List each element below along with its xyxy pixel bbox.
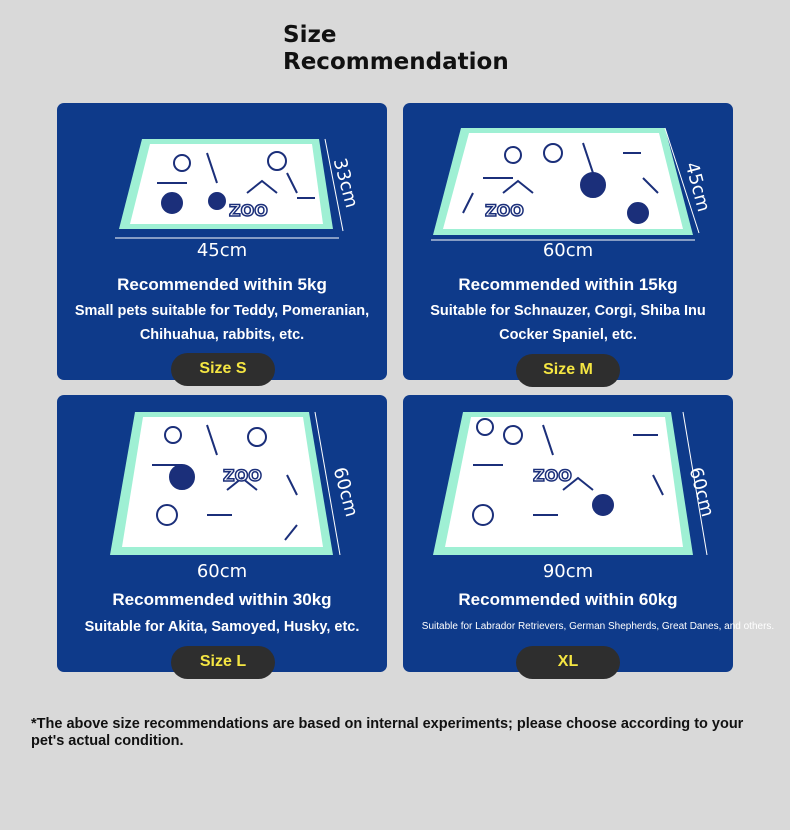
pad-image: ZOO: [431, 127, 700, 241]
breed-description: Small pets suitable for Teddy, Pomerania…: [74, 303, 370, 343]
size-badge[interactable]: Size L: [171, 646, 275, 679]
weight-recommendation: Recommended within 15kg: [458, 275, 678, 294]
pad-illustration: ZOO 33cm 45cm: [57, 103, 387, 263]
breed-description: Suitable for Schnauzer, Corgi, Shiba Inu…: [430, 303, 706, 343]
footnote: *The above size recommendations are base…: [31, 716, 744, 749]
size-card-m[interactable]: ZOO 45cm 60cm Recommended within 15kg Su…: [403, 103, 733, 387]
pad-image: ZOO: [115, 138, 344, 239]
breed-description: Suitable for Labrador Retrievers, German…: [421, 621, 775, 632]
width-dimension-label: 90cm: [542, 561, 594, 582]
pad-image: ZOO: [433, 411, 708, 555]
page-title: Size Recommendation: [283, 22, 509, 75]
size-badge[interactable]: XL: [516, 646, 620, 679]
size-badge[interactable]: Size S: [171, 353, 275, 386]
size-card-l[interactable]: ZOO 60cm 60cm Recommended within 30kg Su…: [57, 395, 387, 679]
pad-image: ZOO: [110, 411, 341, 555]
size-badge[interactable]: Size M: [516, 354, 620, 387]
pad-zoo-text: ZOO: [533, 466, 572, 485]
width-dimension-label: 60cm: [542, 240, 594, 261]
size-card-xl[interactable]: ZOO 60cm 90cm Recommended within 60kg Su…: [403, 395, 774, 679]
size-card-s[interactable]: ZOO 33cm 45cm Recommended within 5kg Sma…: [57, 103, 387, 386]
pad-zoo-text: ZOO: [229, 201, 268, 220]
pad-illustration: ZOO 60cm 90cm: [403, 395, 733, 582]
pad-zoo-text: ZOO: [223, 466, 262, 485]
pad-zoo-text: ZOO: [485, 201, 524, 220]
weight-recommendation: Recommended within 60kg: [458, 590, 678, 609]
width-dimension-label: 60cm: [196, 561, 248, 582]
breed-description: Suitable for Akita, Samoyed, Husky, etc.: [84, 619, 360, 635]
weight-recommendation: Recommended within 5kg: [117, 275, 327, 294]
width-dimension-label: 45cm: [196, 240, 248, 261]
weight-recommendation: Recommended within 30kg: [112, 590, 332, 609]
pad-illustration: ZOO 60cm 60cm: [57, 395, 387, 582]
pad-illustration: ZOO 45cm 60cm: [403, 103, 733, 263]
